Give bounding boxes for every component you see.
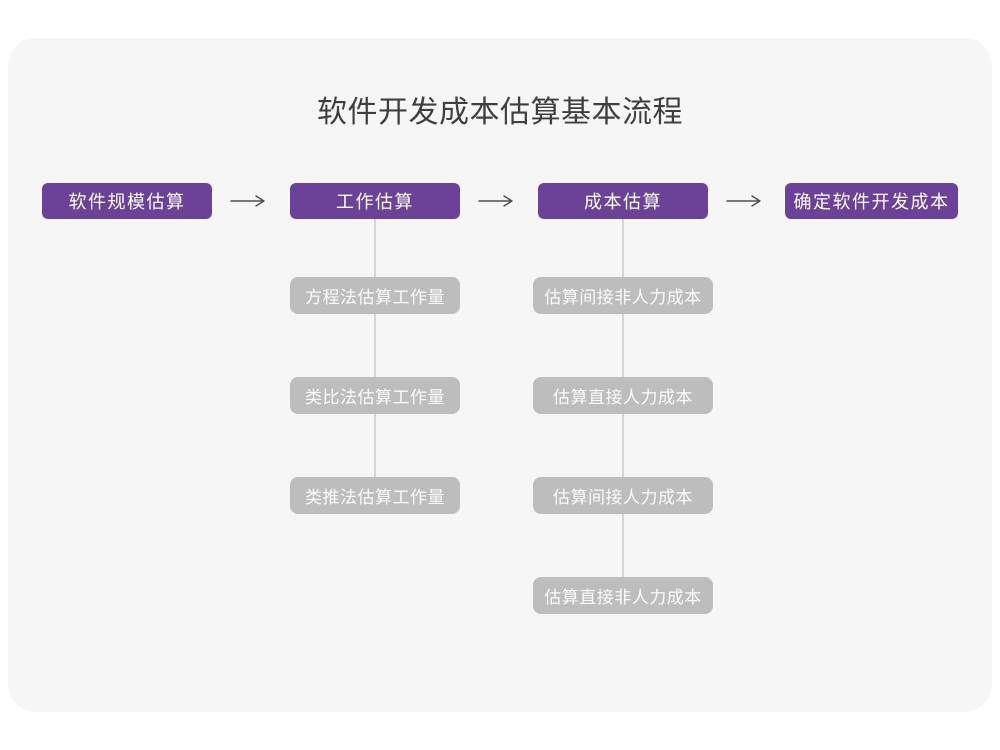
- sub-node-label: 估算间接非人力成本: [544, 288, 702, 307]
- right-arrow-icon: [478, 195, 513, 207]
- flow-node-work-estimation: 工作估算: [290, 183, 460, 219]
- connector-line-work-column: [374, 219, 376, 491]
- flow-node-label: 软件规模估算: [68, 192, 186, 212]
- sub-node-label: 类推法估算工作量: [305, 488, 445, 507]
- sub-node-indirect-labor-cost: 估算间接人力成本: [533, 477, 713, 514]
- flow-node-label: 工作估算: [336, 192, 414, 212]
- sub-node-indirect-nonlabor-cost: 估算间接非人力成本: [533, 277, 713, 314]
- sub-node-equation-method: 方程法估算工作量: [290, 277, 460, 314]
- flow-node-label: 确定软件开发成本: [793, 192, 950, 212]
- sub-node-direct-labor-cost: 估算直接人力成本: [533, 377, 713, 414]
- sub-node-analogy-method: 类比法估算工作量: [290, 377, 460, 414]
- sub-node-label: 估算直接人力成本: [553, 388, 693, 407]
- right-arrow-icon: [230, 195, 265, 207]
- diagram-title: 软件开发成本估算基本流程: [317, 96, 683, 129]
- sub-node-label: 类比法估算工作量: [305, 388, 445, 407]
- flow-node-cost-estimation: 成本估算: [538, 183, 708, 219]
- right-arrow-icon: [726, 195, 761, 207]
- sub-node-extrapolation-method: 类推法估算工作量: [290, 477, 460, 514]
- diagram-canvas: [8, 38, 992, 712]
- sub-node-label: 估算间接人力成本: [553, 488, 693, 507]
- sub-node-label: 方程法估算工作量: [305, 288, 445, 307]
- sub-node-label: 估算直接非人力成本: [544, 588, 702, 607]
- sub-node-direct-nonlabor-cost: 估算直接非人力成本: [533, 577, 713, 614]
- flow-node-software-scale-estimation: 软件规模估算: [42, 183, 212, 219]
- flow-node-determine-dev-cost: 确定软件开发成本: [785, 183, 958, 219]
- flow-node-label: 成本估算: [584, 192, 662, 212]
